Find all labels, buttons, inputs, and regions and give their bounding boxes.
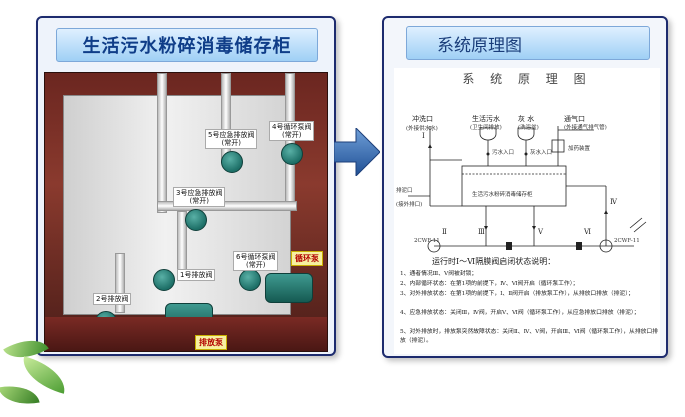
valve-3 [185,209,207,231]
leaf-decoration-icon [0,380,40,410]
valve-note: 4、应急排放状态：关闭Ⅲ，Ⅳ阀，开启Ⅴ、Ⅵ阀（循环泵工作），从应急排放口排放（排… [400,310,640,316]
label-grey-water: 灰 水 [518,115,535,123]
pipe [221,73,231,163]
photo-panel: 生活污水粉碎消毒储存柜 5号应急排放阀 (常开) 4号循环泵阀 (常开) 3号应… [36,16,336,356]
pipe [157,201,297,211]
label-vent-port-sub: (外接通气排气管) [564,125,607,131]
label-overboard: (接外排口) [396,202,423,208]
label-valve-v: Ⅴ [538,228,544,236]
schematic-panel: 系统原理图 系 统 原 理 图 [382,16,668,358]
tag-valve-5: 5号应急排放阀 (常开) [205,129,258,150]
tag-valve-6: 6号循环泵阀 (常开) [233,251,279,272]
arrow-right-icon [334,128,380,176]
label-valve-vi: Ⅵ [584,228,592,236]
valve-note: 5、对外排放时，排放泵突然故障状态：关闭Ⅱ、Ⅳ、Ⅴ阀，开启Ⅲ、Ⅵ阀（循环泵工作）… [400,329,659,344]
label-vent-port: 通气口 [564,115,585,123]
label-pump-b: 2CWF-11 [614,238,640,244]
valve-4 [281,143,303,165]
pipe [115,253,125,313]
tag-valve-4: 4号循环泵阀 (常开) [269,121,315,142]
valve-note: 1、通者情况Ⅲ、Ⅴ阀被封锁； [400,271,478,277]
label-dosing-unit: 加药装置 [568,146,591,152]
tag-valve-2: 2号排放阀 [93,293,132,306]
label-domestic-sewage: 生活污水 [472,115,500,123]
label-valve-ii: Ⅱ [442,228,447,236]
label-valve-i: Ⅰ [422,132,425,140]
cabinet-base [45,317,327,351]
label-valve-iii: Ⅲ [478,228,485,236]
tag-circulation-pump: 循环泵 [291,251,323,266]
schematic-drawing [408,126,647,253]
pipe [157,73,167,213]
valve-note: 3、对外排放状态：在第1项的前提下，Ⅰ、Ⅱ阀开启（排放泵工作），从排放口排放（排… [400,291,634,297]
tag-discharge-pump: 排放泵 [195,335,227,350]
label-grey-water-sub: (洗浴盆) [518,125,539,131]
label-tank: 生活污水粉碎消毒储存柜 [472,192,533,198]
label-domestic-sewage-sub: (卫生间排放) [470,125,502,131]
schematic-panel-title: 系统原理图 [406,26,650,60]
label-valve-iv: Ⅳ [610,198,617,206]
photo-panel-title: 生活污水粉碎消毒储存柜 [56,28,318,62]
valve-notes-title: 运行时Ⅰ～Ⅵ隔膜阀启闭状态说明： [432,257,556,266]
label-flush-port-sub: (外接供水水) [406,126,438,132]
system-schematic: 系 统 原 理 图 [394,68,660,354]
valve-note: 2、内部循环状态：在第1项的前提下，Ⅳ、Ⅵ阀开启（循环泵工作）； [400,281,579,287]
valve-1 [153,269,175,291]
label-pump-a: 2CWF-11 [414,238,440,244]
cabinet-photo: 5号应急排放阀 (常开) 4号循环泵阀 (常开) 3号应急排放阀 (常开) 1号… [44,72,328,352]
tag-valve-1: 1号排放阀 [177,269,216,282]
schematic-title: 系 统 原 理 图 [462,72,592,86]
label-greywater-inlet: 灰水入口 [530,150,553,156]
tag-valve-3: 3号应急排放阀 (常开) [173,187,226,208]
label-sludge-port: 排泥口 [396,188,413,194]
label-flush-port: 冲洗口 [412,115,433,123]
label-sewage-inlet: 污水入口 [492,150,515,156]
valve-5 [221,151,243,173]
circulation-pump [265,273,313,303]
valve-6 [239,269,261,291]
